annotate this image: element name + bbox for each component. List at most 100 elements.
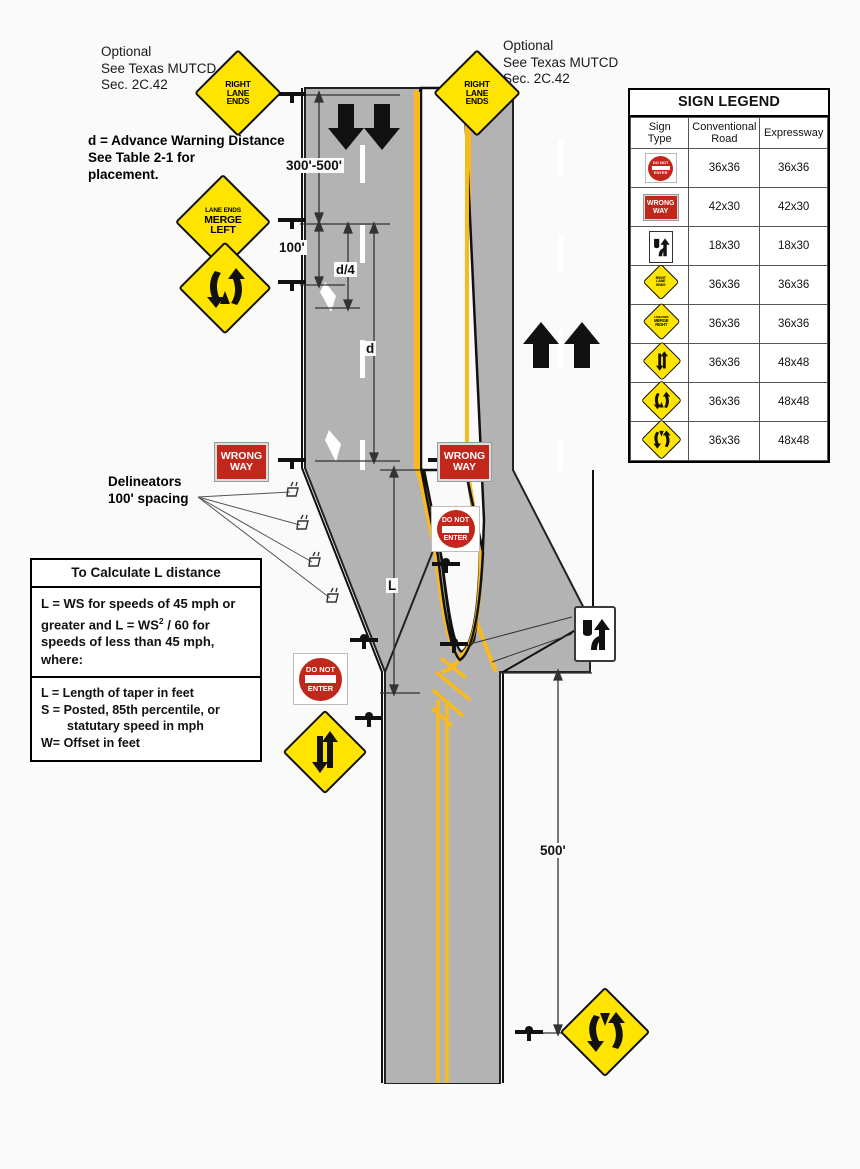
optional-note-left: Optional See Texas MUTCD Sec. 2C.42 <box>101 44 217 92</box>
sign-keep-right[interactable] <box>574 606 616 662</box>
sign-do-not-enter-gore[interactable]: DO NOT ENTER <box>431 506 480 552</box>
dimension-d-quarter: d/4 <box>334 262 357 277</box>
legend-row: 36x36 48x48 <box>629 341 828 383</box>
dimension-lines <box>300 90 592 1037</box>
legend-row: 18x30 18x30 <box>629 226 828 266</box>
legend-expressway-size: 48x48 <box>759 421 828 461</box>
formula-post: / 60 for speeds of less than 45 mph, whe… <box>41 616 215 667</box>
calc-box-title: To Calculate L distance <box>32 560 260 588</box>
sign-line-1: WRONG <box>220 449 263 462</box>
keep-right-leader-lines <box>469 616 573 663</box>
sign-two-way-traffic[interactable] <box>282 709 368 795</box>
sign-line-1: DO NOT <box>305 664 336 674</box>
dimension-300-500: 300'-500' <box>284 158 344 173</box>
sign-line-1: WRONG <box>443 449 486 462</box>
formula-pre: L = WS for speeds of 45 mph or greater a… <box>41 596 236 632</box>
sign-line-1: DO NOT <box>441 516 470 524</box>
sign-line-2: WAY <box>453 461 476 473</box>
delineator-leaders <box>197 491 331 599</box>
keep-right-symbol <box>583 619 610 650</box>
merged-roadway-pavement <box>385 672 500 1083</box>
legend-expressway-size: 42x30 <box>759 187 828 227</box>
dimension-L: L <box>386 578 399 593</box>
southbound-direction-arrows <box>328 104 400 150</box>
legend-col-sign-type: Sign Type <box>629 117 690 149</box>
definition-S: S = Posted, 85th percentile, or <box>41 702 220 717</box>
calc-box-formula: L = WS for speeds of 45 mph or greater a… <box>32 588 260 679</box>
sign-post <box>278 218 306 229</box>
right-lane-dashes <box>558 140 563 470</box>
sign-post <box>440 638 468 653</box>
sign-post <box>515 1026 543 1041</box>
advance-warning-note: d = Advance Warning Distance See Table 2… <box>88 133 285 182</box>
delineators-note: Delineators 100' spacing <box>108 474 189 506</box>
diamond-shape <box>433 49 521 137</box>
definition-L: L = Length of taper in feet <box>41 686 194 701</box>
sign-right-lane-ends-right[interactable]: RIGHT LANE ENDS <box>433 49 521 137</box>
legend-conventional-size: 36x36 <box>688 421 761 461</box>
do-not-enter-bar <box>305 675 336 683</box>
legend-expressway-size: 36x36 <box>759 148 828 188</box>
legend-conventional-size: 18x30 <box>688 226 761 266</box>
left-lane-drop-wedges <box>320 282 341 462</box>
sign-line-2: ENTER <box>443 534 468 542</box>
legend-expressway-size: 48x48 <box>759 343 828 383</box>
sign-divided-highway-ends[interactable] <box>559 986 651 1078</box>
legend-conventional-size: 36x36 <box>688 343 761 383</box>
legend-icon-do-not-enter: DO NOT ENTER <box>629 148 690 188</box>
sign-post <box>278 458 306 469</box>
legend-icon-right-lane-ends: RIGHT LANE ENDS <box>629 263 690 305</box>
sign-post <box>278 92 306 103</box>
do-not-enter-circle: DO NOT ENTER <box>299 657 342 701</box>
legend-row: DO NOT ENTER 36x36 36x36 <box>629 148 828 188</box>
legend-icon-divided-highway-begins <box>629 379 690 422</box>
do-not-enter-bar <box>442 525 469 533</box>
legend-conventional-size: 36x36 <box>688 382 761 422</box>
left-lane-dashes <box>360 145 365 470</box>
definition-S-cont: statutary speed in mph <box>67 719 204 734</box>
definition-W: W= Offset in feet <box>41 735 140 750</box>
optional-note-right: Optional See Texas MUTCD Sec. 2C.42 <box>503 38 619 86</box>
sign-post <box>355 712 383 727</box>
legend-col-conventional: Conventional Road <box>688 117 761 149</box>
legend-expressway-size: 48x48 <box>759 382 828 422</box>
sign-line-2: ENTER <box>307 684 334 693</box>
legend-expressway-size: 18x30 <box>759 226 828 266</box>
merged-roadway-centerline <box>436 700 449 1083</box>
sign-divided-highway-begins[interactable] <box>178 241 272 335</box>
gore-island-outline <box>419 467 485 662</box>
legend-row: LANE ENDS MERGE RIGHT 36x36 36x36 <box>629 302 828 344</box>
gore-chevron-hatching <box>430 656 472 728</box>
legend-row: 36x36 48x48 <box>629 418 828 461</box>
legend-header-row: Sign Type Conventional Road Expressway <box>629 117 828 149</box>
delineator-symbols <box>286 481 339 603</box>
legend-icon-two-way-traffic <box>629 341 690 383</box>
legend-title: SIGN LEGEND <box>630 90 828 117</box>
sign-post <box>432 558 460 573</box>
legend-icon-lane-ends-merge-right: LANE ENDS MERGE RIGHT <box>629 302 690 344</box>
legend-table: SIGN LEGEND Sign Type Conventional Road … <box>629 90 828 461</box>
legend-row: RIGHT LANE ENDS 36x36 36x36 <box>629 263 828 305</box>
legend-col-expressway: Expressway <box>759 117 828 149</box>
sign-wrong-way-left[interactable]: WRONG WAY <box>214 442 269 482</box>
legend-expressway-size: 36x36 <box>759 304 828 344</box>
roadway-edge-lines <box>301 88 594 1083</box>
legend-conventional-size: 36x36 <box>688 304 761 344</box>
do-not-enter-circle: DO NOT ENTER <box>436 510 475 548</box>
dimension-500: 500' <box>538 843 568 858</box>
diamond-shape <box>282 709 368 795</box>
sign-do-not-enter-left[interactable]: DO NOT ENTER <box>293 653 348 705</box>
legend-conventional-size: 36x36 <box>688 265 761 305</box>
dimension-100: 100' <box>277 240 307 255</box>
sign-right-lane-ends-left[interactable]: RIGHT LANE ENDS <box>194 49 282 137</box>
sign-line-2: WAY <box>230 461 253 473</box>
sign-post <box>278 280 306 291</box>
legend-conventional-size: 42x30 <box>688 187 761 227</box>
legend-row: 36x36 48x48 <box>629 379 828 422</box>
legend-expressway-size: 36x36 <box>759 265 828 305</box>
formula-exponent: 2 <box>158 615 164 626</box>
sign-wrong-way-gore[interactable]: WRONG WAY <box>437 442 492 482</box>
